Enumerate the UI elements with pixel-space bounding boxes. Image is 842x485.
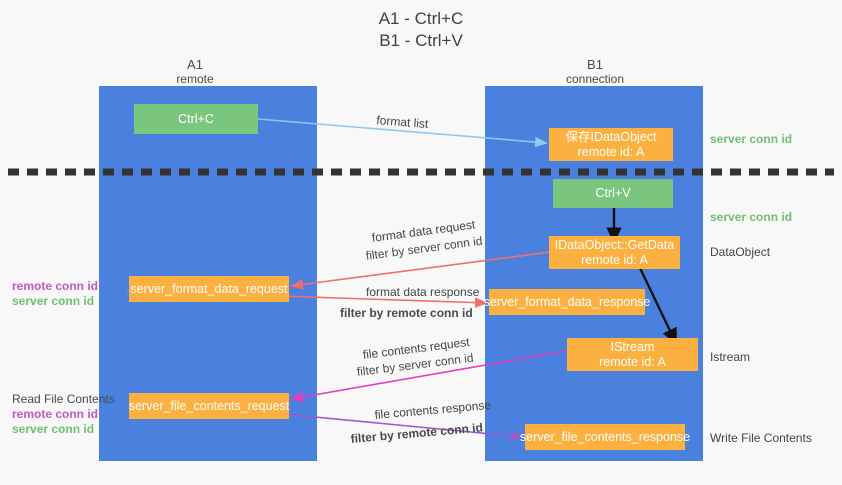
box-istream-line1: IStream xyxy=(610,339,655,354)
box-save-idataobject-line2: remote id: A xyxy=(577,144,645,159)
edge-label-filter-file-contents-response: filter by remote conn id xyxy=(350,420,484,446)
box-file-contents-response-label: server_file_contents_response xyxy=(519,429,691,444)
right-label-server-conn-id-mid: server conn id xyxy=(710,210,793,224)
box-ctrl-c-label: Ctrl+C xyxy=(178,111,214,126)
box-ctrl-v[interactable]: Ctrl+V xyxy=(553,179,673,208)
left-server-conn-id-1: server conn id xyxy=(12,294,95,308)
edge-label-file-contents-response: file contents response xyxy=(374,397,492,422)
box-save-idataobject-line1: 保存IDataObject xyxy=(565,129,657,144)
column-a1-sub: remote xyxy=(176,72,214,86)
page-title: A1 - Ctrl+C B1 - Ctrl+V xyxy=(0,8,842,52)
left-label-read-file-contents-group: Read File Contents remote conn id server… xyxy=(12,392,115,437)
box-ctrl-c[interactable]: Ctrl+C xyxy=(134,104,258,134)
edge-label-format-data-response: format data response xyxy=(366,285,480,299)
edge-label-format-list: format list xyxy=(375,113,429,132)
right-label-write-file-contents: Write File Contents xyxy=(710,431,812,445)
edge-label-filter-format-data-response: filter by remote conn id xyxy=(340,306,473,320)
column-a1-name: A1 xyxy=(187,57,203,72)
left-remote-conn-id-2: remote conn id xyxy=(12,407,99,421)
box-format-data-response-label: server_format_data_response xyxy=(483,294,651,309)
box-istream-line2: remote id: A xyxy=(599,354,666,369)
box-save-idataobject[interactable]: 保存IDataObject remote id: A xyxy=(549,128,673,161)
title-line-1: A1 - Ctrl+C xyxy=(378,9,464,28)
left-read-file-contents: Read File Contents xyxy=(12,392,115,406)
column-b1-name: B1 xyxy=(587,57,603,72)
right-label-dataobject: DataObject xyxy=(710,245,771,259)
box-idataobject-getdata[interactable]: IDataObject::GetData remote id: A xyxy=(549,236,680,269)
box-format-data-request-label: server_format_data_request xyxy=(130,281,288,296)
left-server-conn-id-2: server conn id xyxy=(12,422,95,436)
box-file-contents-request-label: server_file_contents_request xyxy=(128,398,290,413)
title-line-2: B1 - Ctrl+V xyxy=(379,31,463,50)
column-header-b1: B1 connection xyxy=(530,57,660,87)
column-b1-sub: connection xyxy=(565,72,625,86)
box-ctrl-v-label: Ctrl+V xyxy=(595,186,631,200)
box-istream[interactable]: IStream remote id: A xyxy=(567,338,698,371)
right-label-server-conn-id-top: server conn id xyxy=(710,132,793,146)
box-server-file-contents-request[interactable]: server_file_contents_request xyxy=(129,393,289,419)
box-server-format-data-response[interactable]: server_format_data_response xyxy=(484,289,650,315)
box-server-file-contents-response[interactable]: server_file_contents_response xyxy=(520,424,690,450)
remote-conn-id-text: remote conn id xyxy=(396,420,484,442)
right-label-istream: Istream xyxy=(710,350,751,364)
box-server-format-data-request[interactable]: server_format_data_request xyxy=(129,276,289,302)
left-label-conn-ids-1: remote conn id server conn id xyxy=(12,279,98,309)
box-getdata-line1: IDataObject::GetData xyxy=(554,237,675,252)
box-getdata-line2: remote id: A xyxy=(581,252,648,267)
column-header-a1: A1 remote xyxy=(130,57,260,87)
left-remote-conn-id-1: remote conn id xyxy=(12,279,99,293)
remote-conn-id-text: remote conn id xyxy=(386,306,473,320)
